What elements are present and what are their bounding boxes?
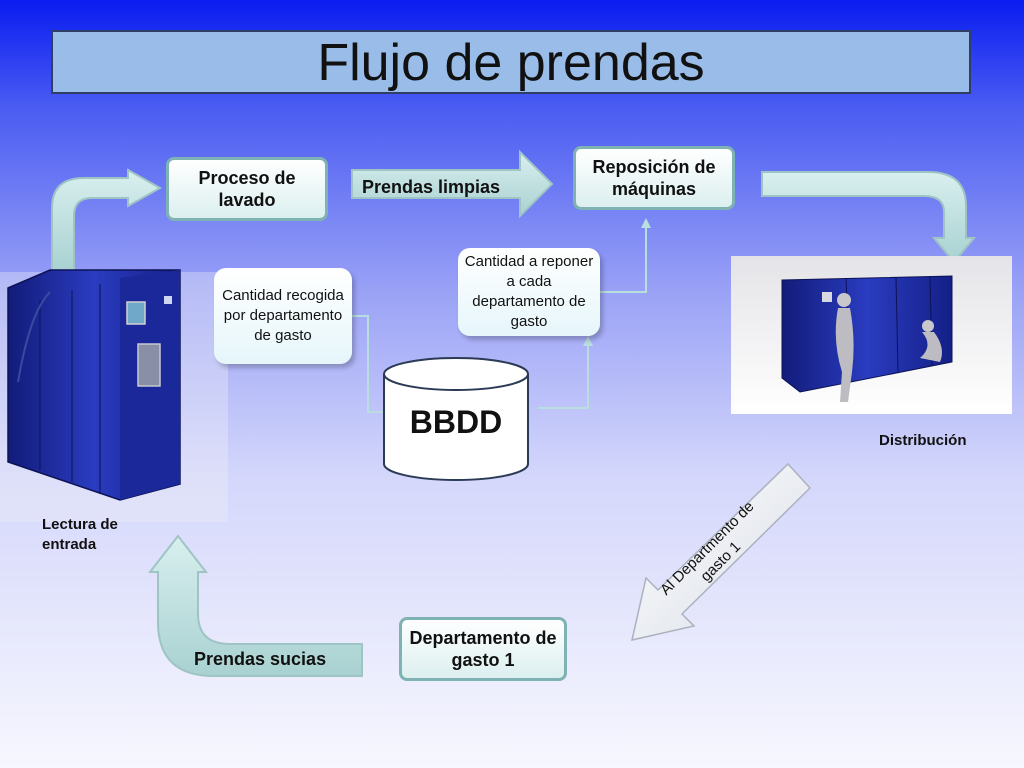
database-label: BBDD xyxy=(409,404,503,440)
distribucion-caption: Distribución xyxy=(879,432,967,449)
arrow-to-lavado xyxy=(51,168,163,273)
arrow-prendas-sucias xyxy=(147,534,363,677)
database-icon xyxy=(383,357,529,481)
proceso-lavado-box: Proceso de lavado xyxy=(166,157,328,221)
arrow-to-distribucion xyxy=(761,171,977,264)
reposicion-maquinas-box: Reposición de máquinas xyxy=(573,146,735,210)
arrow-al-departamento xyxy=(631,462,812,641)
connector-bbdd-reponer xyxy=(538,340,589,409)
cantidad-reponer-callout: Cantidad a reponer a cada departamento d… xyxy=(458,248,600,336)
prendas-sucias-label: Prendas sucias xyxy=(194,649,327,669)
lectura-entrada-caption: Lectura de entrada xyxy=(42,516,118,553)
connector-reponer-reposicion xyxy=(600,222,647,293)
cantidad-recogida-callout: Cantidad recogida por departamento de ga… xyxy=(214,268,352,364)
arrow-prendas-limpias xyxy=(351,149,554,219)
prendas-limpias-label: Prendas limpias xyxy=(362,177,501,197)
distribution-machine-photo xyxy=(731,256,1012,414)
entry-machine-icon xyxy=(0,269,228,522)
connector-recogida-bbdd xyxy=(352,315,384,413)
page-title: Flujo de prendas xyxy=(51,30,971,94)
departamento-gasto-box: Departamento de gasto 1 xyxy=(399,617,567,681)
